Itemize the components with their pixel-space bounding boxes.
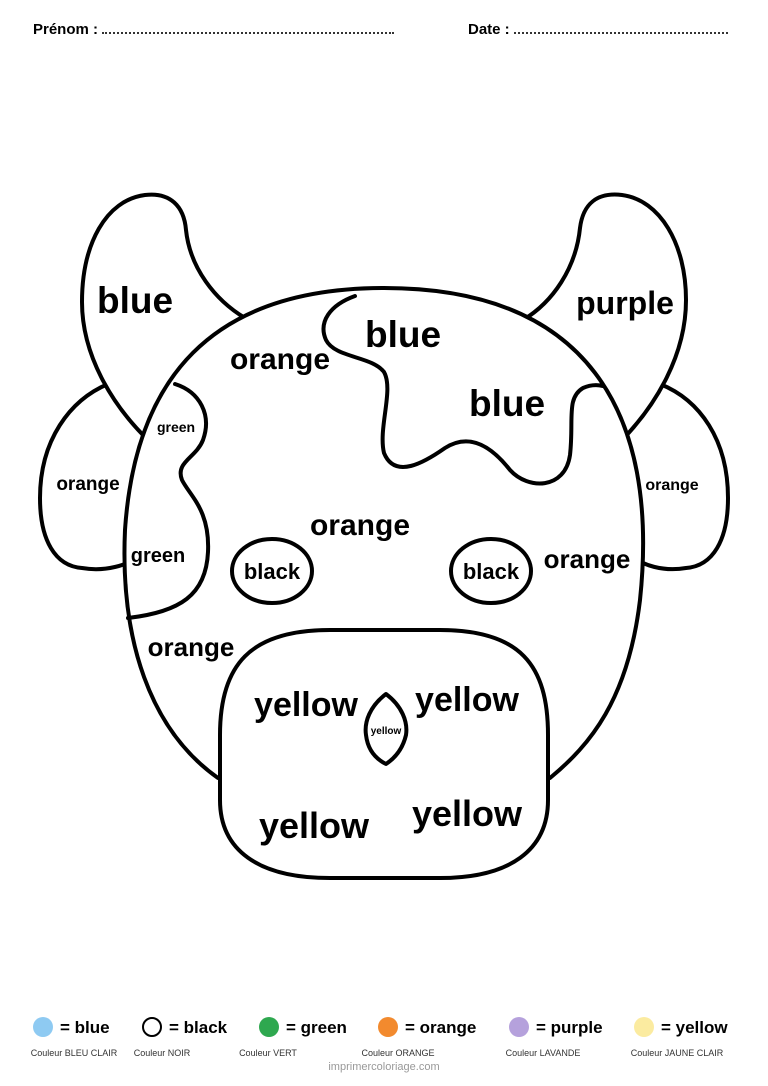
label-right-eye: black	[463, 559, 520, 584]
label-face-right: orange	[544, 544, 631, 574]
legend-sublabel: Couleur VERT	[239, 1048, 297, 1058]
label-left-spot-bottom: green	[131, 545, 185, 567]
swatch-yellow-icon	[634, 1017, 654, 1037]
label-left-eye: black	[244, 559, 301, 584]
label-right-horn: purple	[576, 285, 674, 321]
label-snout-top-right: yellow	[415, 681, 519, 719]
label-face-lower-left: orange	[148, 632, 235, 662]
cow-coloring-drawing: blue purple orange blue blue green orang…	[38, 192, 730, 880]
legend-label: = orange	[405, 1018, 477, 1037]
label-nose: yellow	[371, 726, 402, 737]
swatch-black-icon	[142, 1017, 162, 1037]
legend-label: = blue	[60, 1018, 110, 1037]
label-snout-bottom-left: yellow	[259, 805, 370, 846]
legend-label: = purple	[536, 1018, 603, 1037]
name-label: Prénom :	[33, 21, 99, 38]
label-left-spot-top: green	[157, 419, 195, 435]
label-left-horn: blue	[97, 280, 173, 321]
label-spot-top-2: blue	[469, 383, 545, 424]
region-labels: blue purple orange blue blue green orang…	[56, 280, 698, 846]
label-right-ear: orange	[645, 477, 698, 494]
right-eye-shape[interactable]	[449, 537, 533, 605]
swatch-purple-icon	[509, 1017, 529, 1037]
label-snout-top-left: yellow	[254, 686, 358, 724]
legend-sublabel: Couleur BLEU CLAIR	[30, 1048, 118, 1058]
legend-label: = black	[169, 1018, 228, 1037]
left-eye-shape[interactable]	[230, 537, 314, 605]
legend-label: = green	[286, 1018, 347, 1037]
left-patch-outline[interactable]	[126, 382, 211, 620]
swatch-blue-icon	[33, 1017, 53, 1037]
date-field[interactable]: Date :	[468, 20, 728, 38]
date-dotted-line[interactable]	[513, 20, 728, 34]
date-label: Date :	[468, 21, 510, 38]
top-spot-outline[interactable]	[321, 294, 605, 486]
legend-sublabel: Couleur LAVANDE	[505, 1048, 581, 1058]
legend-sublabel: Couleur ORANGE	[361, 1048, 435, 1058]
right-horn-shape[interactable]	[521, 192, 688, 442]
label-forehead: orange	[230, 343, 330, 376]
worksheet-header: Prénom : Date :	[0, 20, 768, 44]
site-footer: imprimercoloriage.com	[328, 1061, 440, 1073]
label-face-center: orange	[310, 509, 410, 542]
legend-sublabel: Couleur JAUNE CLAIR	[630, 1048, 724, 1058]
legend-label: = yellow	[661, 1018, 728, 1037]
label-left-ear: orange	[56, 474, 119, 495]
legend-sublabel: Couleur NOIR	[133, 1048, 191, 1058]
swatch-green-icon	[259, 1017, 279, 1037]
left-horn-shape[interactable]	[80, 192, 247, 442]
name-dotted-line[interactable]	[102, 20, 395, 34]
label-snout-bottom-right: yellow	[412, 793, 523, 834]
name-field[interactable]: Prénom :	[33, 20, 395, 38]
label-spot-top-1: blue	[365, 314, 441, 355]
nose-shape[interactable]	[363, 692, 409, 766]
swatch-orange-icon	[378, 1017, 398, 1037]
